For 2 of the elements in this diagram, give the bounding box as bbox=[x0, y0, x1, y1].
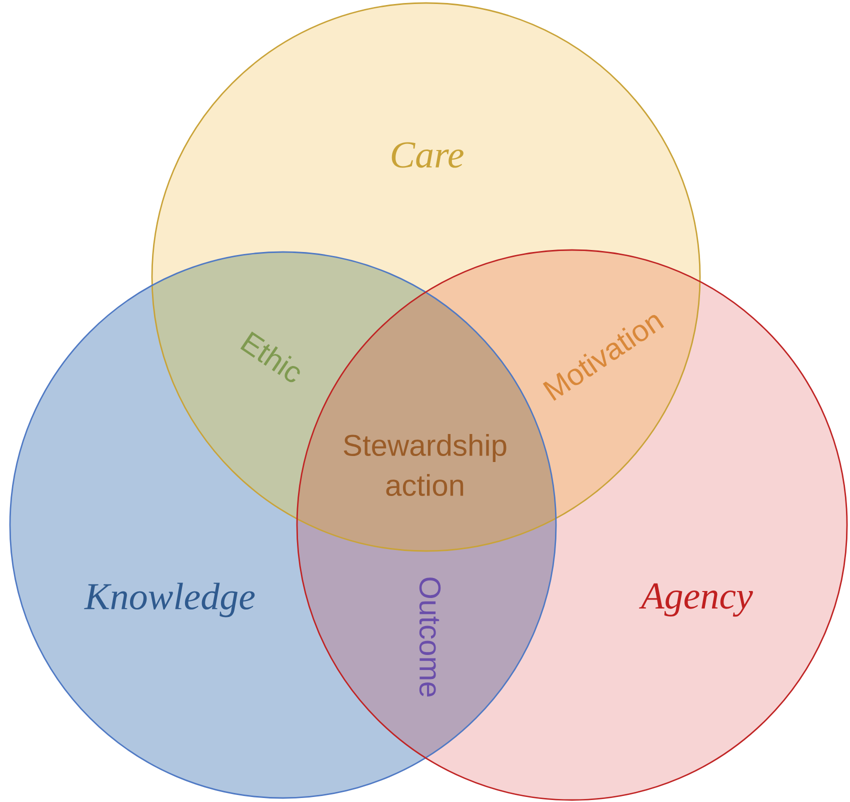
region-label: Outcome bbox=[419, 578, 441, 697]
region-label: Stewardship action bbox=[344, 434, 506, 496]
